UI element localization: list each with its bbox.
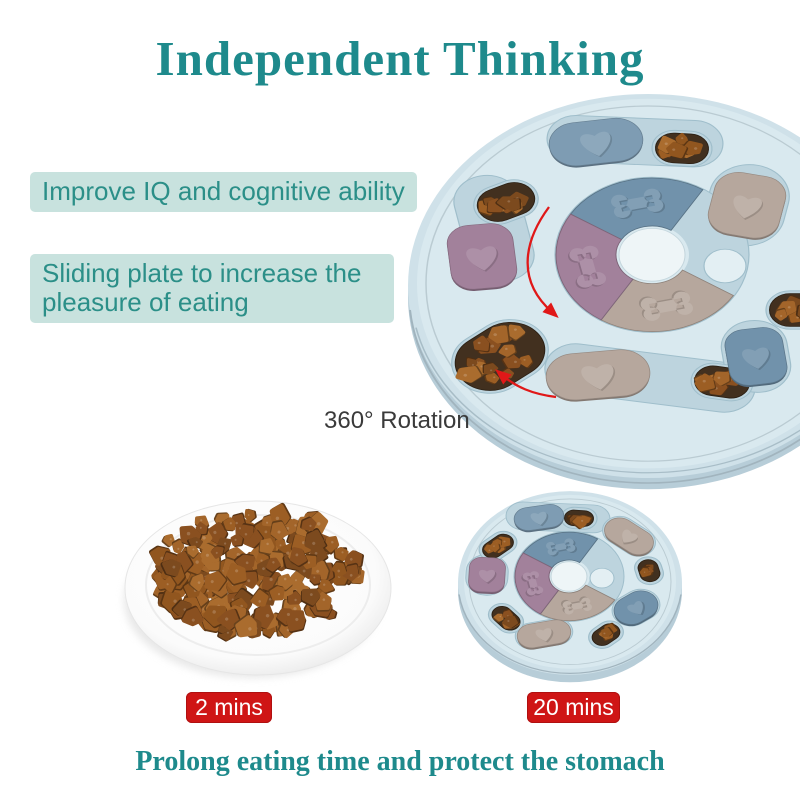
time-badge-2-mins: 2 mins	[186, 692, 272, 723]
kibble-pocket	[588, 620, 624, 649]
main-puzzle-feeder	[408, 94, 800, 490]
page-title: Independent Thinking	[155, 31, 645, 86]
time-badge-20-mins: 20 mins	[527, 692, 620, 723]
bone-emboss-icon	[546, 538, 578, 557]
kibble-pocket	[765, 290, 800, 330]
kibble-cluster	[639, 564, 654, 578]
slider-oval-blue-top	[548, 117, 644, 168]
kibble-cluster	[774, 295, 800, 323]
center-ring	[513, 530, 625, 622]
heart-emboss-icon	[478, 569, 497, 584]
heart-emboss-icon	[530, 511, 549, 527]
rotation-arrow-down-icon	[526, 206, 559, 319]
center-ring	[554, 176, 750, 333]
kibble-pocket	[487, 603, 525, 634]
kibble-pocket	[560, 506, 598, 530]
small-puzzle-feeder	[458, 491, 682, 683]
bone-emboss-icon	[521, 571, 544, 597]
slider-square-blue-right	[724, 327, 788, 388]
heart-emboss-icon	[535, 628, 554, 643]
slider-square-pink-left	[468, 557, 506, 595]
rotation-arrow-up-icon	[495, 369, 557, 399]
slider-oval-tan-right	[604, 517, 654, 557]
bone-emboss-icon	[568, 245, 606, 289]
slider-oval-grey-bottom	[545, 349, 651, 402]
slider-square-mauve-left	[446, 223, 518, 291]
feature-label-iq: Improve IQ and cognitive ability	[30, 172, 417, 212]
center-hub	[550, 561, 588, 592]
heart-emboss-icon	[622, 529, 638, 545]
kibble-pocket	[451, 319, 549, 394]
kibble-pocket	[633, 556, 665, 586]
bone-emboss-icon	[560, 596, 592, 615]
tagline: Prolong eating time and protect the stom…	[135, 746, 665, 777]
plate-kibble-pile	[149, 502, 365, 642]
feature-label-sliding-plate: Sliding plate to increase the pleasure o…	[30, 254, 394, 323]
kibble-cluster	[492, 608, 521, 629]
kibble-cluster	[598, 622, 619, 641]
heart-emboss-icon	[466, 246, 499, 272]
slider-oval-tan-bottom	[516, 619, 572, 650]
heart-emboss-icon	[580, 131, 612, 158]
heart-emboss-icon	[742, 347, 771, 371]
kibble-pocket	[478, 530, 518, 562]
heart-emboss-icon	[627, 601, 645, 615]
rotation-caption: 360° Rotation	[324, 407, 470, 434]
center-hub	[618, 227, 686, 282]
bone-emboss-icon	[638, 290, 693, 321]
rotation-arrows	[495, 206, 559, 399]
kibble-pocket	[651, 129, 713, 167]
kibble-cluster	[477, 191, 529, 216]
heart-emboss-icon	[581, 364, 615, 391]
kibble-pocket	[473, 179, 539, 225]
finger-hole	[703, 248, 747, 284]
slider-oval-blue-bottomright	[613, 590, 659, 627]
slider-oval-blue-top	[513, 504, 565, 533]
slider-square-tan-right	[707, 172, 787, 240]
kibble-cluster	[657, 132, 703, 159]
bone-emboss-icon	[611, 188, 666, 220]
heart-emboss-icon	[733, 195, 764, 220]
plate-of-kibble	[124, 500, 392, 678]
kibble-cluster	[566, 514, 593, 530]
kibble-cluster	[455, 324, 534, 385]
kibble-cluster	[484, 536, 511, 554]
